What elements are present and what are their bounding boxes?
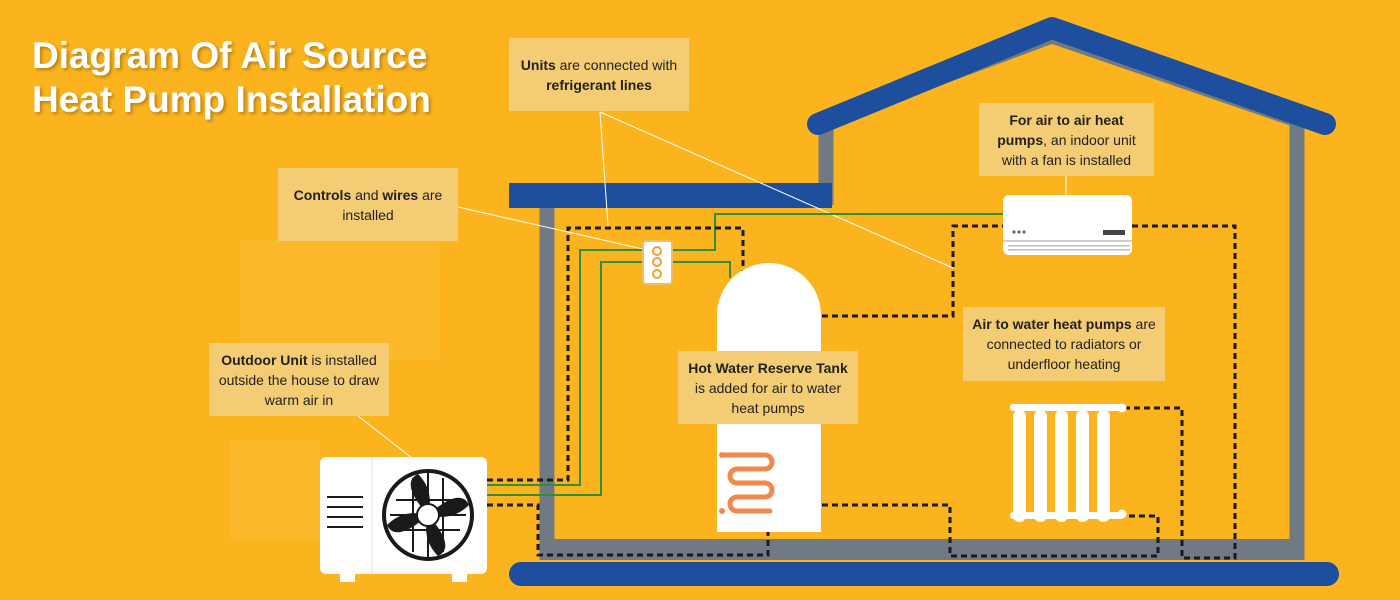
callout-hot-water-tank: Hot Water Reserve Tank is added for air … [678,351,858,424]
callout-bold-text: Outdoor Unit [221,351,308,368]
page-title: Diagram Of Air Source Heat Pump Installa… [32,34,431,122]
callout-controls: Controls and wires are installed [278,168,458,241]
refrigerant-lines [487,224,1237,560]
callout-text: is installed outside the house to draw w… [218,351,380,408]
callout-bold-text: Air to water heat pumps [972,316,1132,332]
callout-bold-text: For air to air heat pumps [997,111,1124,148]
callout-text: are connected to radiators or underfloor… [986,316,1156,372]
callout-text: and [351,186,383,203]
callout-controls-text: Controls and wires are installed [284,185,452,225]
callout-hot-water-tank-text: Hot Water Reserve Tank is added for air … [684,358,852,418]
callout-air-to-air-text: For air to air heat pumps, an indoor uni… [985,110,1148,170]
background-texture [230,240,440,540]
house-floor [547,539,1290,560]
indoor-unit-icon [1003,195,1132,255]
outdoor-unit-icon [320,457,487,582]
radiator-icon [1010,403,1127,522]
callout-bold-text: Controls [293,186,352,203]
callout-units-text: Units are connected with refrigerant lin… [515,55,683,95]
callout-outdoor-unit: Outdoor Unit is installed outside the ho… [209,343,389,416]
control-wires [487,213,1003,496]
house-walls [539,28,1305,560]
callout-bold-text: Hot Water Reserve Tank [688,359,848,376]
callout-text: is added for air to water heat pumps [694,379,842,416]
callout-text: are connected with [555,56,678,73]
callout-units: Units are connected with refrigerant lin… [509,38,689,111]
callout-air-to-air: For air to air heat pumps, an indoor uni… [979,103,1154,176]
callout-bold-text: wires [382,186,419,203]
ground-base [509,562,1339,586]
callout-air-to-water-text: Air to water heat pumps are connected to… [969,314,1159,374]
title-line-2: Heat Pump Installation [32,79,431,120]
callout-leaders [357,111,1067,459]
callout-air-to-water: Air to water heat pumps are connected to… [963,307,1165,381]
callout-bold-text: refrigerant lines [546,76,652,93]
title-line-1: Diagram Of Air Source [32,35,428,76]
controls-box-icon [642,240,673,285]
callout-text: , an indoor unit with a fan is installed [1001,131,1136,168]
callout-bold-text: Units [520,56,556,73]
callout-outdoor-unit-text: Outdoor Unit is installed outside the ho… [215,350,383,410]
tank-heating-coil [719,452,775,514]
outdoor-unit-fan-icon [382,469,474,561]
flat-roof [509,183,832,208]
callout-text: are installed [342,186,443,223]
pitched-roof [807,17,1336,135]
